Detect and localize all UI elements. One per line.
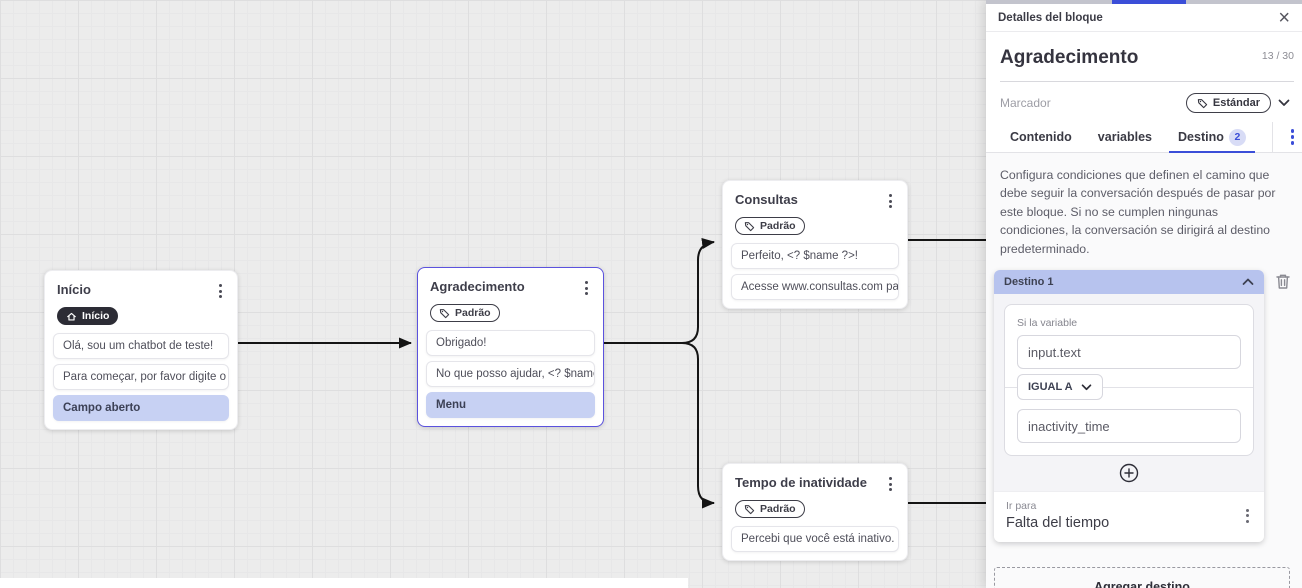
node-tempo-inatividade[interactable]: Tempo de inatividade Padrão Percebi que …: [722, 463, 908, 561]
marker-chip[interactable]: Estándar: [1185, 93, 1271, 113]
badge-label: Início: [82, 310, 110, 322]
tab-destino[interactable]: Destino 2: [1169, 122, 1255, 153]
tag-icon: [744, 504, 755, 514]
tag-icon: [744, 221, 755, 231]
chevron-down-icon[interactable]: [1278, 99, 1290, 107]
message-item[interactable]: Olá, sou um chatbot de teste!: [53, 333, 229, 359]
destino-count-badge: 2: [1228, 128, 1246, 146]
message-item[interactable]: Perfeito, <? $name ?>!: [731, 243, 899, 269]
panel-header: Detalles del bloque ×: [986, 4, 1302, 32]
node-type-badge: Início: [57, 307, 119, 325]
destination-row: Destino 1 Si la variable IGUAL A: [986, 270, 1302, 543]
canvas-bottom-bar: [0, 578, 688, 588]
message-item[interactable]: Percebi que você está inativo. C...: [731, 526, 899, 552]
plus-circle-icon: [1119, 463, 1139, 483]
tag-icon: [1197, 98, 1208, 108]
chevron-up-icon[interactable]: [1242, 278, 1254, 286]
badge-label: Padrão: [760, 503, 796, 515]
node-title: Agradecimento: [430, 279, 525, 294]
go-to-section: Ir para Falta del tiempo: [994, 491, 1264, 543]
top-edge-strip: [986, 0, 1302, 4]
node-menu-icon[interactable]: [886, 475, 895, 493]
condition-variable-input[interactable]: [1017, 335, 1241, 370]
message-item[interactable]: Obrigado!: [426, 330, 595, 356]
panel-title: Detalles del bloque: [998, 11, 1103, 24]
node-consultas[interactable]: Consultas Padrão Perfeito, <? $name ?>! …: [722, 180, 908, 309]
flow-canvas[interactable]: Início Início Olá, sou um chatbot de tes…: [0, 0, 986, 588]
block-title-section: Agradecimento 13 / 30: [986, 32, 1302, 82]
close-icon[interactable]: ×: [1278, 6, 1290, 29]
node-type-badge: Padrão: [735, 500, 805, 518]
tab-contenido[interactable]: Contenido: [1010, 130, 1072, 144]
add-destination-button[interactable]: Agregar destino: [994, 567, 1290, 588]
destino-tab-content: Configura condiciones que definen el cam…: [986, 153, 1302, 588]
tab-variables[interactable]: variables: [1097, 130, 1153, 144]
tabs-overflow: [1271, 122, 1302, 152]
home-icon: [67, 312, 76, 321]
chevron-down-icon: [1081, 384, 1091, 390]
message-item[interactable]: Para começar, por favor digite o ...: [53, 364, 229, 390]
node-type-badge: Padrão: [430, 304, 500, 322]
condition-value-input[interactable]: [1017, 409, 1241, 444]
destino-description: Configura condiciones que definen el cam…: [1000, 168, 1276, 256]
tag-icon: [439, 308, 450, 318]
add-condition-button[interactable]: [1119, 463, 1139, 483]
operator-label: IGUAL A: [1028, 381, 1073, 394]
top-edge-active-segment: [1112, 0, 1186, 4]
node-menu-icon[interactable]: [886, 192, 895, 210]
trash-icon: [1276, 274, 1290, 289]
node-agradecimento[interactable]: Agradecimento Padrão Obrigado! No que po…: [417, 267, 604, 427]
open-field-item[interactable]: Campo aberto: [53, 395, 229, 421]
wire-agradecimento-consultas: [604, 238, 715, 344]
operator-select[interactable]: IGUAL A: [1017, 374, 1103, 401]
tabs-menu-icon[interactable]: [1288, 127, 1298, 147]
badge-label: Padrão: [455, 307, 491, 319]
destination-card-body: Si la variable IGUAL A: [994, 294, 1264, 491]
message-item[interactable]: Acesse www.consultas.com par...: [731, 274, 899, 300]
go-to-value[interactable]: Falta del tiempo: [1006, 515, 1110, 532]
message-item[interactable]: No que posso ajudar, <? $name ...: [426, 361, 595, 387]
plus-row: [1004, 456, 1254, 491]
node-type-badge: Padrão: [735, 217, 805, 235]
operator-row: IGUAL A: [1005, 374, 1253, 401]
panel-tabs: Contenido variables Destino 2: [986, 122, 1302, 153]
node-title: Início: [57, 282, 91, 297]
badge-label: Padrão: [760, 220, 796, 232]
node-menu-icon[interactable]: [582, 279, 591, 297]
destination-card: Destino 1 Si la variable IGUAL A: [994, 270, 1264, 543]
node-inicio[interactable]: Início Início Olá, sou um chatbot de tes…: [44, 270, 238, 430]
menu-item[interactable]: Menu: [426, 392, 595, 418]
node-title: Consultas: [735, 192, 798, 207]
condition-label: Si la variable: [1017, 317, 1078, 330]
block-details-panel: Detalles del bloque × Agradecimento 13 /…: [986, 0, 1302, 588]
go-to-menu-icon[interactable]: [1243, 507, 1252, 525]
go-to-label: Ir para: [1006, 500, 1037, 513]
node-menu-icon[interactable]: [216, 282, 225, 300]
destination-card-header[interactable]: Destino 1: [994, 270, 1264, 295]
char-counter: 13 / 30: [1261, 50, 1294, 62]
marker-value: Estándar: [1212, 97, 1260, 109]
condition-card: Si la variable IGUAL A: [1004, 304, 1254, 457]
node-title: Tempo de inatividade: [735, 475, 867, 490]
tab-label: Destino: [1178, 130, 1224, 144]
destination-title: Destino 1: [1004, 276, 1054, 289]
marker-row: Marcador Estándar: [986, 82, 1302, 122]
delete-destination-button[interactable]: [1275, 273, 1291, 293]
wire-agradecimento-tempo: [604, 342, 715, 509]
block-name[interactable]: Agradecimento: [1000, 47, 1139, 68]
marker-label: Marcador: [1000, 96, 1051, 110]
